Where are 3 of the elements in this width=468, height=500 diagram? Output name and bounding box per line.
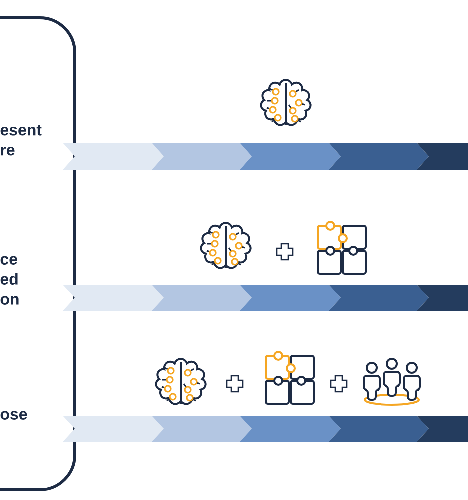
row-label: ose bbox=[0, 411, 28, 420]
row-label: esent re bbox=[0, 125, 42, 156]
row-label: ce ed on bbox=[0, 256, 19, 305]
